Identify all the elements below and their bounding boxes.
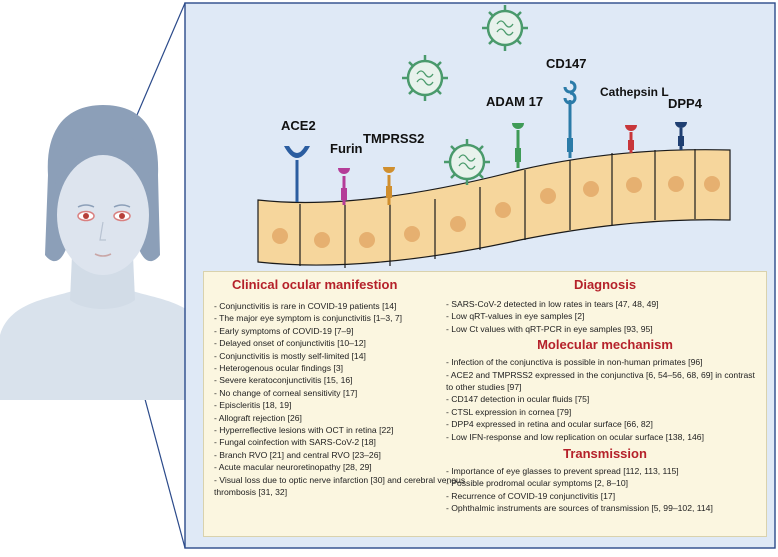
adam17-receptor-icon — [512, 123, 524, 168]
diagnosis-list: SARS-CoV-2 detected in low rates in tear… — [446, 298, 764, 335]
summary-box: Clinical ocular manifestion Conjunctivit… — [203, 271, 767, 537]
list-item: Recurrence of COVID-19 conjunctivitis [1… — [446, 490, 764, 502]
list-item: No change of corneal sensitivity [17] — [214, 387, 484, 399]
adam17-label: ADAM 17 — [486, 94, 544, 109]
list-item: Delayed onset of conjunctivitis [10–12] — [214, 337, 484, 349]
clinical-list: Conjunctivitis is rare in COVID-19 patie… — [214, 300, 484, 499]
list-item: Heterogenous ocular findings [3] — [214, 362, 484, 374]
virus-icon — [402, 55, 448, 101]
list-item: Early symptoms of COVID-19 [7–9] — [214, 325, 484, 337]
list-item: Hyperreflective lesions with OCT in reti… — [214, 424, 484, 436]
dpp4-receptor-icon — [675, 122, 687, 150]
transmission-heading: Transmission — [563, 446, 647, 462]
list-item: Episcleritis [18, 19] — [214, 399, 484, 411]
patient-figure — [0, 105, 210, 400]
list-item: The major eye symptom is conjunctivitis … — [214, 312, 484, 324]
furin-label: Furin — [330, 141, 363, 156]
virus-icon — [482, 5, 528, 51]
list-item: SARS-CoV-2 detected in low rates in tear… — [446, 298, 764, 310]
list-item: Branch RVO [21] and central RVO [23–26] — [214, 449, 484, 461]
list-item: Severe keratoconjunctivitis [15, 16] — [214, 374, 484, 386]
clinical-column: Clinical ocular manifestion Conjunctivit… — [214, 272, 484, 499]
cathepsin-l-label: Cathepsin L — [600, 85, 669, 99]
list-item: Ophthalmic instruments are sources of tr… — [446, 502, 764, 514]
list-item: Conjunctivitis is rare in COVID-19 patie… — [214, 300, 484, 312]
list-item: Importance of eye glasses to prevent spr… — [446, 465, 764, 477]
list-item: Infection of the conjunctiva is possible… — [446, 356, 764, 368]
list-item: ACE2 and TMPRSS2 expressed in the conjun… — [446, 369, 764, 394]
right-column: Diagnosis SARS-CoV-2 detected in low rat… — [446, 272, 764, 515]
diagnosis-heading: Diagnosis — [573, 277, 637, 292]
dpp4-label: DPP4 — [668, 96, 702, 111]
list-item: CTSL expression in cornea [79] — [446, 406, 764, 418]
list-item: DPP4 expressed in retina and ocular surf… — [446, 418, 764, 430]
transmission-list: Importance of eye glasses to prevent spr… — [446, 465, 764, 515]
ace2-receptor-icon — [284, 146, 310, 202]
cathepsin-l-receptor-icon — [625, 125, 637, 153]
virus-icon — [444, 139, 490, 185]
molecular-heading: Molecular mechanism — [537, 337, 673, 353]
cd147-label: CD147 — [546, 56, 587, 71]
list-item: CD147 detection in ocular fluids [75] — [446, 393, 764, 405]
list-item: Fungal coinfection with SARS-CoV-2 [18] — [214, 436, 484, 448]
cd147-receptor-icon — [563, 80, 577, 158]
list-item: Possible prodromal ocular symptoms [2, 8… — [446, 477, 764, 489]
list-item: Acute macular neuroretinopathy [28, 29] — [214, 461, 484, 473]
ace2-label: ACE2 — [281, 118, 316, 133]
list-item: Low Ct values with qRT-PCR in eye sample… — [446, 323, 764, 335]
molecular-list: Infection of the conjunctiva is possible… — [446, 356, 764, 443]
clinical-heading: Clinical ocular manifestion — [232, 277, 398, 292]
list-item: Low qRT-values in eye samples [2] — [446, 310, 764, 322]
tmprss2-receptor-icon — [383, 167, 395, 205]
list-item: Low IFN-response and low replication on … — [446, 431, 764, 443]
epithelial-cell-layer — [257, 149, 731, 268]
tmprss2-label: TMPRSS2 — [363, 131, 425, 146]
furin-receptor-icon — [338, 168, 350, 205]
list-item: Conjunctivitis is mostly self-limited [1… — [214, 350, 484, 362]
list-item: Allograft rejection [26] — [214, 412, 484, 424]
list-item: Visual loss due to optic nerve infarctio… — [214, 474, 484, 499]
